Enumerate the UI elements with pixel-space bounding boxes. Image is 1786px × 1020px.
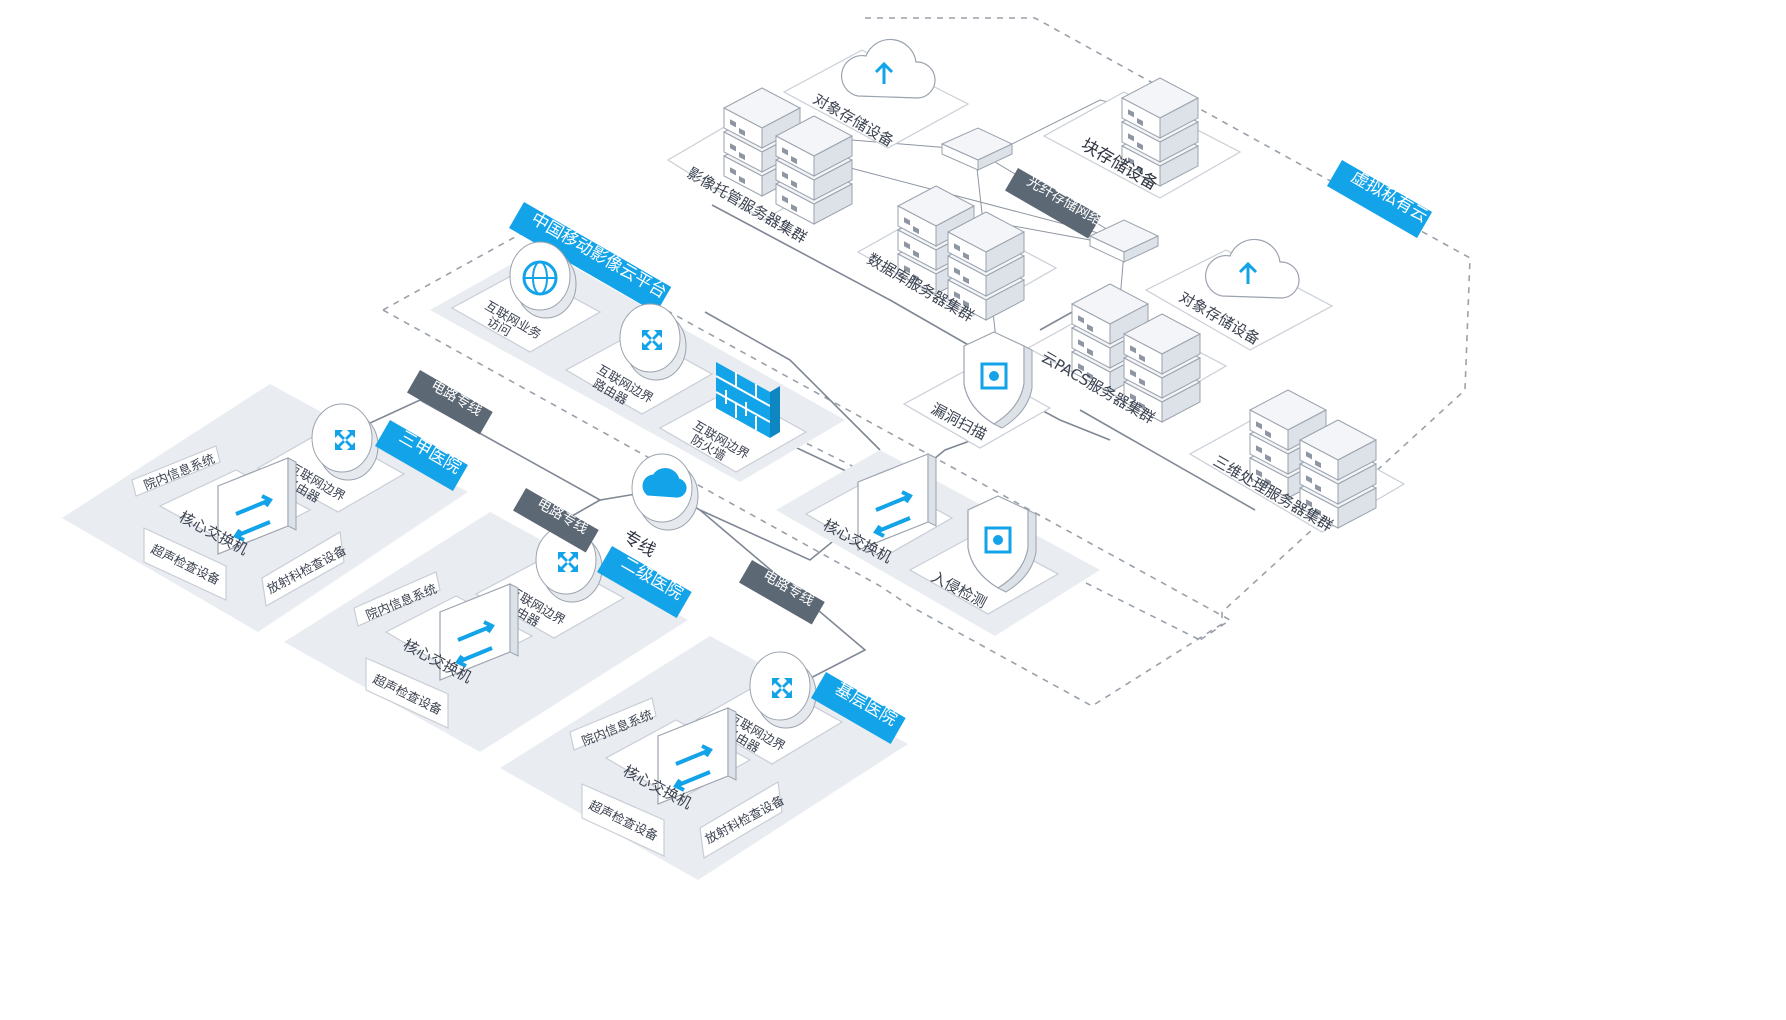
internet-access-node: 互联网业务 访问	[450, 241, 602, 353]
private-cloud-boundary	[865, 17, 1471, 707]
private-line-node: 专线	[620, 453, 699, 561]
block-storage: 块存储设备	[1042, 78, 1242, 199]
cloud-upload-icon	[642, 468, 687, 498]
platform-edge-router: 互联网边界 路由器	[564, 303, 714, 415]
circuit-tag-3: 电路专线	[739, 560, 825, 625]
database-cluster: 数据库服务器集群	[856, 186, 1058, 325]
render-3d-cluster: 三维处理服务器集群	[1188, 390, 1406, 535]
hospital-tertiary: 互联网边界 路由器 三甲医院 院内信息系统 核心交换机 超声检查设备 放射科检查…	[131, 403, 468, 607]
vulnerability-scan: 漏洞扫描	[902, 330, 1052, 449]
private-cloud-tag: 虚拟私有云	[1327, 160, 1433, 238]
hospital-primary: 互联网边界 路由器 基层医院 院内信息系统 核心交换机 超声检查设备 放射科检查…	[569, 651, 906, 859]
circuit-tag-1: 电路专线	[407, 370, 493, 435]
platform-boundary	[382, 231, 1232, 641]
server-icon	[776, 116, 852, 224]
hospital-tag-primary	[811, 672, 906, 744]
hospital-tag-tertiary	[375, 420, 468, 491]
hospital-tag-secondary	[597, 546, 692, 618]
platform-core-plate	[776, 450, 1100, 636]
